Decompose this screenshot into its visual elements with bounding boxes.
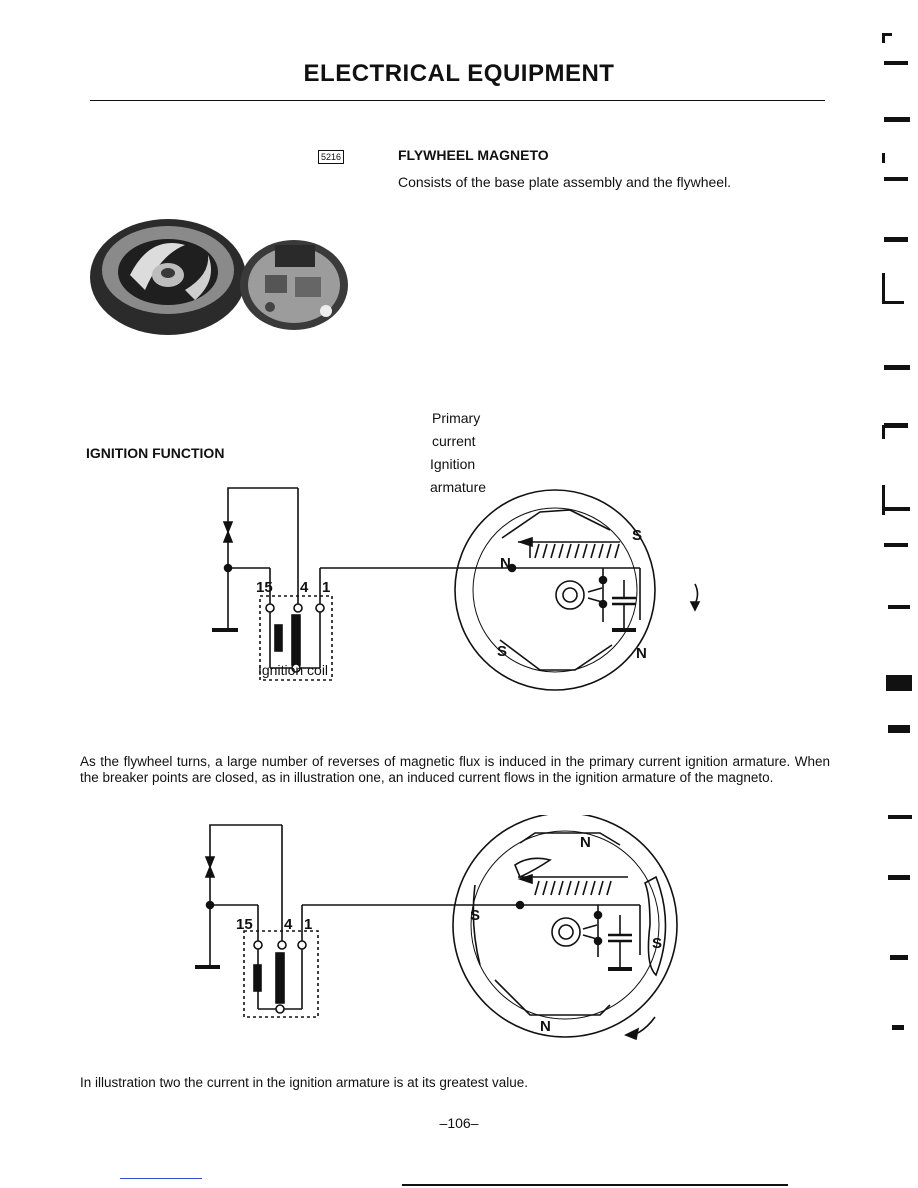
pole-label-s-bottom: S [497, 643, 507, 660]
coil-circuit [212, 487, 512, 681]
terminal-4-2: 4 [284, 916, 293, 933]
pole-label-n-top-2: N [580, 834, 591, 851]
flywheel-photo [90, 219, 246, 335]
pole-label-s-top: S [632, 527, 642, 544]
base-plate-photo [240, 240, 348, 330]
pole-label-s-left: S [470, 907, 480, 924]
section-title-ignition-function: IGNITION FUNCTION [86, 445, 225, 461]
page-number: –106– [439, 1115, 479, 1131]
paragraph-flux: As the flywheel turns, a large number of… [80, 754, 830, 785]
pole-label-s-right: S [652, 935, 662, 952]
ignition-diagram-2: 15 4 1 N S S N [195, 815, 678, 1041]
pole-label-n-bottom-2: N [540, 1018, 551, 1035]
magneto-schematic [454, 489, 701, 691]
terminal-4: 4 [300, 579, 309, 596]
paragraph-current: In illustration two the current in the i… [80, 1075, 528, 1090]
primary-label-line-1: Primary [432, 410, 481, 426]
terminal-1: 1 [322, 579, 330, 596]
figure-reference: 5216 [318, 150, 345, 164]
magneto-photo [90, 219, 348, 335]
primary-label-line-4: armature [430, 479, 487, 495]
footer-rule [402, 1184, 788, 1186]
magneto-schematic-2 [452, 815, 678, 1041]
ignition-diagram-1: 15 4 1 N S S N [212, 487, 701, 691]
page-title: ELECTRICAL EQUIPMENT [303, 60, 615, 87]
coil-circuit-2 [195, 824, 520, 1018]
title-rule [90, 100, 825, 101]
pole-label-n-top: N [500, 555, 511, 572]
terminal-1-2: 1 [304, 916, 312, 933]
primary-label-line-2: current [432, 433, 476, 449]
section-title-flywheel-magneto: FLYWHEEL MAGNETO [398, 147, 549, 163]
pole-label-n-bottom: N [636, 645, 647, 662]
footer-link-underline [120, 1178, 202, 1179]
terminal-15-2: 15 [236, 916, 253, 933]
section-body-flywheel-magneto: Consists of the base plate assembly and … [398, 174, 732, 190]
ignition-coil-label: Ignition coil [258, 662, 329, 678]
primary-label-line-3: Ignition [430, 456, 476, 472]
binding-edge-marks [882, 33, 912, 1030]
terminal-15: 15 [256, 579, 273, 596]
